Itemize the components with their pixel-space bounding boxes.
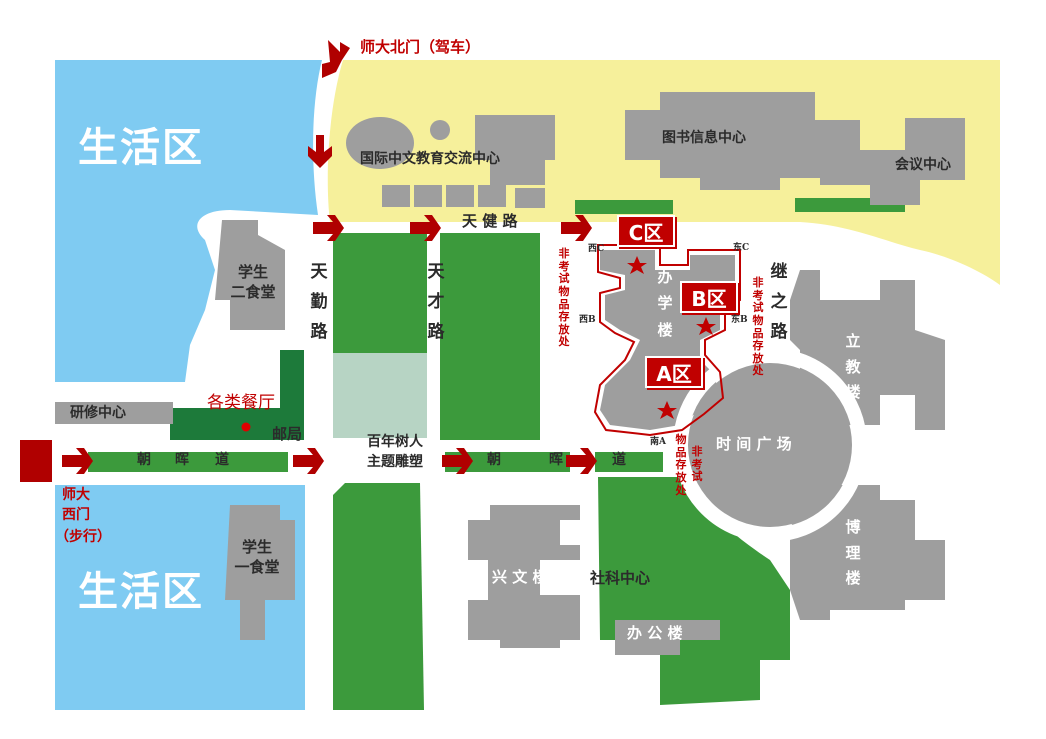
west-gate-label-1: 师大	[62, 487, 90, 503]
lawn-zhaohui-west	[88, 452, 288, 472]
living-zone-south-label: 生活区	[78, 569, 204, 615]
training-center-building	[55, 402, 173, 424]
canteen2-building	[215, 220, 285, 330]
intl-center-block-5	[515, 188, 545, 208]
intl-center-block-3	[446, 185, 474, 207]
arrow-right-icon	[566, 448, 597, 474]
star-icon	[696, 317, 716, 335]
intl-center-block-1	[382, 185, 410, 207]
lawn-tianqin-lower	[333, 353, 427, 438]
road-zhaohui-label-4: 朝	[487, 452, 501, 468]
road-tiancai-label: 天 才 路	[427, 262, 445, 342]
social-science-label: 社科中心	[590, 569, 651, 587]
storage-south-label-1: 物 品 存 放 处	[675, 433, 687, 497]
time-square-ring	[673, 348, 867, 542]
arrow-right-icon	[561, 215, 592, 241]
intl-center-label: 国际中文教育交流中心	[360, 151, 500, 167]
conference-label: 会议中心	[895, 157, 951, 173]
storage-west-label: 非 考 试 物 品 存 放 处	[558, 247, 570, 349]
north-gate-label: 师大北门（驾车）	[360, 38, 481, 56]
star-icon	[627, 256, 647, 274]
exam-zone-c-tag: C区	[617, 215, 675, 247]
xingwen-building	[468, 505, 580, 648]
sculpture-label: 百年树人 主题雕塑	[367, 434, 423, 471]
west-gate-label-3: （步行）	[55, 529, 111, 545]
lawn-zhaohui-mid	[445, 452, 570, 472]
exam-zone-a-tag: A区	[645, 356, 703, 388]
lawn-north-strip-1	[575, 200, 673, 214]
star-icon	[657, 401, 677, 419]
living-zone-north-label: 生活区	[78, 125, 204, 171]
intl-center-dot	[430, 120, 450, 140]
office-label: 办 公 楼	[627, 624, 683, 642]
road-tianjian-label: 天 健 路	[462, 212, 518, 230]
library-label: 图书信息中心	[662, 130, 746, 146]
restaurants-label: 各类餐厅	[207, 393, 275, 413]
training-center-label: 研修中心	[70, 405, 126, 421]
intl-center-block-4	[478, 185, 506, 207]
entrance-south-a: 南A	[650, 437, 666, 447]
road-tianqin-label: 天 勤 路	[310, 262, 328, 342]
entrance-east-c: 东C	[733, 243, 750, 253]
arrow-right-icon	[313, 215, 344, 241]
entrance-west-c: 西C	[588, 244, 605, 254]
intl-center-main	[475, 115, 555, 160]
location-dot-icon	[241, 422, 251, 432]
canteen1-building	[225, 505, 295, 640]
road-jizhi-label: 继 之 路	[770, 262, 788, 342]
lawn-south-central	[333, 483, 424, 710]
lawn-south-east	[598, 477, 790, 705]
post-office-label: 邮局	[272, 425, 303, 443]
boli-label: 博 理 楼	[845, 518, 861, 587]
west-gate-block	[20, 440, 52, 482]
road-zhaohui-label-3: 道	[215, 452, 229, 468]
arrow-right-icon	[293, 448, 324, 474]
exam-stars	[627, 256, 716, 419]
lawn-tiancai	[440, 233, 540, 440]
direction-arrows	[62, 40, 597, 474]
arrow-right-icon	[410, 215, 441, 241]
xingwen-label: 兴 文 楼	[492, 568, 548, 586]
canteen2-label: 学生 二食堂	[230, 263, 276, 302]
buildings	[55, 92, 965, 655]
storage-south-label-2: 非 考 试	[691, 445, 703, 484]
storage-east-label: 非 考 试 物 品 存 放 处	[752, 276, 764, 378]
arrow-down-icon	[322, 40, 350, 78]
time-square-label: 时 间 广 场	[716, 435, 792, 453]
arrow-right-icon	[442, 448, 473, 474]
entrance-west-b: 西B	[579, 315, 596, 325]
exam-zone-b-tag: B区	[680, 281, 738, 313]
exam-zone-outline	[593, 244, 741, 437]
time-square-shape	[688, 363, 852, 527]
admin-building-label: 办 学 楼	[657, 268, 673, 339]
canteen1-label: 学生 一食堂	[234, 538, 280, 577]
office-building	[615, 620, 720, 655]
intl-center-wing	[490, 160, 545, 185]
intl-center-block-2	[414, 185, 442, 207]
arrow-down-icon	[308, 135, 332, 168]
road-zhaohui-label-1: 朝	[137, 452, 151, 468]
lawn-zhaohui-east	[595, 452, 663, 472]
living-zone-north-area	[55, 60, 322, 382]
road-zhaohui-label-6: 道	[612, 452, 626, 468]
entrance-east-b: 东B	[731, 315, 748, 325]
liren-label: 立 教 楼	[845, 332, 861, 401]
restaurant-area	[170, 350, 304, 440]
lawn-tianqin	[333, 233, 427, 353]
library-building	[625, 92, 965, 205]
west-gate-label-2: 西门	[62, 507, 90, 523]
arrow-right-icon	[62, 448, 93, 474]
road-zhaohui-label-2: 晖	[175, 452, 189, 468]
road-zhaohui-label-5: 晖	[549, 452, 563, 468]
intl-center-dome	[346, 117, 414, 169]
